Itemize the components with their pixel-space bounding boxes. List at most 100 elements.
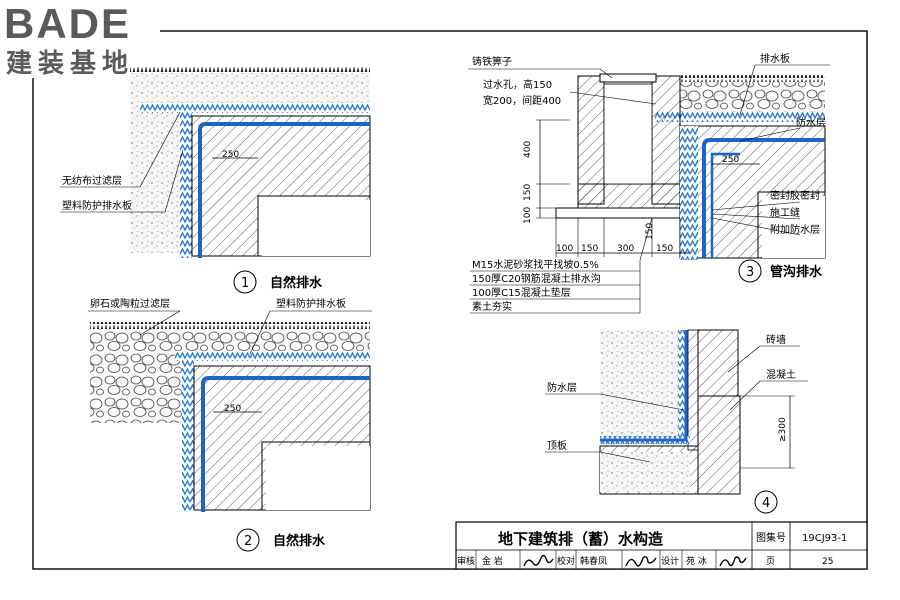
detail3-grate [599, 73, 657, 83]
detail3-grass [680, 75, 825, 82]
title-block-review-label: 审核 [457, 555, 475, 567]
detail3-dim300: 300 [617, 244, 634, 254]
detail2-leader-1 [139, 310, 181, 336]
detail3-dim150c: 150 [645, 223, 655, 240]
detail1-number: 1 [241, 276, 249, 291]
detail2-drain-side [182, 361, 194, 511]
detail-1: 250 无纺布过滤层 塑料防护排水板 1 自然排水 [60, 66, 371, 294]
detail3-drain-side [680, 126, 698, 260]
detail4-number-circle [754, 490, 778, 514]
detail3-label-waterproof: 防水层 [796, 116, 826, 129]
reviewer-signature [523, 554, 554, 567]
checker-signature [625, 555, 657, 567]
detail2-gravel [90, 329, 370, 351]
detail1-soil [130, 73, 370, 103]
detail1-leader-2 [164, 149, 184, 213]
detail3-trench-right-wall [651, 75, 681, 205]
detail1-number-circle [233, 270, 257, 294]
detail3-layer-4: 素土夯实 [472, 300, 512, 313]
detail2-gravel-side [90, 351, 182, 423]
detail4-leader-wp [599, 393, 685, 411]
detail3-layer-2: 150厚C20钢筋混凝土排水沟 [472, 272, 601, 285]
detail3-leader-joint [711, 213, 801, 220]
detail3-label-board: 排水板 [760, 52, 790, 65]
detail3-drain-top [655, 112, 825, 122]
detail3-leader-grate-b [599, 68, 613, 79]
detail1-drain-side [180, 113, 192, 258]
detail2-label-board: 塑料防护排水板 [276, 297, 346, 310]
detail3-label-joint: 施工缝 [770, 206, 800, 219]
detail4-soil [600, 330, 688, 436]
detail2-leader-2 [249, 310, 271, 355]
detail2-label-gravel: 卵石或陶粒过滤层 [90, 297, 170, 310]
title-block-designer: 苑 冰 [686, 555, 707, 567]
detail3-layer-3: 100厚C15混凝土垫层 [472, 286, 571, 299]
detail4-label-brick: 砖墙 [766, 333, 786, 346]
title-block-title: 地下建筑排（蓄）水构造 [498, 530, 663, 548]
detail1-interior-void [262, 200, 370, 256]
detail3-dim100: 100 [523, 207, 533, 224]
detail3-dim150b: 150 [581, 244, 598, 254]
detail2-interior-void [266, 446, 370, 510]
detail3-dim400: 400 [523, 141, 533, 158]
logo-backdrop [0, 0, 160, 78]
detail3-layer-list: M15水泥砂浆找平找坡0.5% 150厚C20钢筋混凝土排水沟 100厚C15混… [470, 217, 653, 314]
detail2-caption: 自然排水 [273, 533, 326, 549]
detail4-label-waterproof: 防水层 [547, 381, 577, 394]
detail4-wall [687, 329, 699, 451]
detail2-drain-top [175, 351, 370, 361]
detail3-label-hole-1: 过水孔，高150 [483, 78, 552, 91]
detail2-interior [261, 441, 370, 510]
detail3-leader-wp [739, 127, 801, 142]
detail4-leader-concrete [729, 380, 761, 411]
detail3-waterproof [702, 138, 825, 258]
detail3-gravel [680, 82, 825, 112]
detail3-label-extra: 附加防水层 [770, 223, 820, 236]
detail3-leader-hole [569, 91, 657, 105]
detail4-leader-brick [727, 345, 761, 373]
sheet-border [32, 30, 868, 570]
detail-2: 250 卵石或陶粒过滤层 塑料防护排水板 2 自然排水 [88, 297, 372, 552]
detail1-grass [130, 66, 370, 73]
title-block-checker: 韩春凤 [580, 555, 607, 567]
detail2-dim: 250 [224, 404, 241, 414]
detail3-label-hole-2: 宽200，间距400 [483, 94, 561, 107]
logo-subtitle: 建装基地 [6, 49, 134, 79]
detail3-interior-void [762, 196, 825, 258]
detail3-dim250: 250 [722, 155, 739, 165]
detail3-extra-waterproof [710, 152, 740, 258]
detail3-bedding [555, 207, 687, 219]
detail1-drain-top [140, 103, 370, 113]
detail3-leader-extra [711, 217, 801, 236]
detail3-caption: 管沟排水 [770, 264, 823, 280]
title-block-atlas-label: 图集号 [756, 531, 786, 544]
detail3-trench-bottom [577, 183, 681, 209]
detail3-label-grate: 铸铁箅子 [472, 55, 512, 68]
detail4-label-roof: 顶板 [547, 439, 567, 452]
detail3-interior [757, 191, 825, 258]
detail4-concrete [697, 395, 741, 495]
detail2-number: 2 [244, 534, 252, 549]
title-block: 地下建筑排（蓄）水构造 图集号 19CJ93-1 审核 金 岩 校对 韩春凤 设… [455, 521, 868, 570]
detail1-caption: 自然排水 [270, 275, 323, 291]
detail2-grass [90, 322, 370, 329]
detail3-number: 3 [746, 265, 754, 280]
title-block-reviewer: 金 岩 [482, 555, 503, 567]
detail3-dim150v: 150 [523, 184, 533, 201]
detail3-number-circle [738, 259, 762, 283]
designer-signature [719, 556, 747, 567]
detail4-dim: ≥300 [778, 417, 788, 442]
detail-4: 砖墙 混凝土 防水层 顶板 ≥300 4 [545, 329, 808, 514]
title-block-design-label: 设计 [661, 555, 679, 567]
detail4-label-concrete: 混凝土 [766, 368, 796, 381]
title-block-page-no: 25 [822, 557, 833, 567]
detail4-brick [697, 329, 739, 397]
detail3-leader-seal [711, 201, 801, 211]
detail1-waterproof [198, 122, 370, 258]
detail4-leader-roof [599, 451, 651, 463]
detail1-leader-1 [139, 111, 181, 188]
detail1-label-filter: 无纺布过滤层 [62, 174, 122, 187]
title-block-check-label: 校对 [557, 555, 575, 567]
detail3-label-seal: 密封胶密封 [770, 189, 820, 202]
